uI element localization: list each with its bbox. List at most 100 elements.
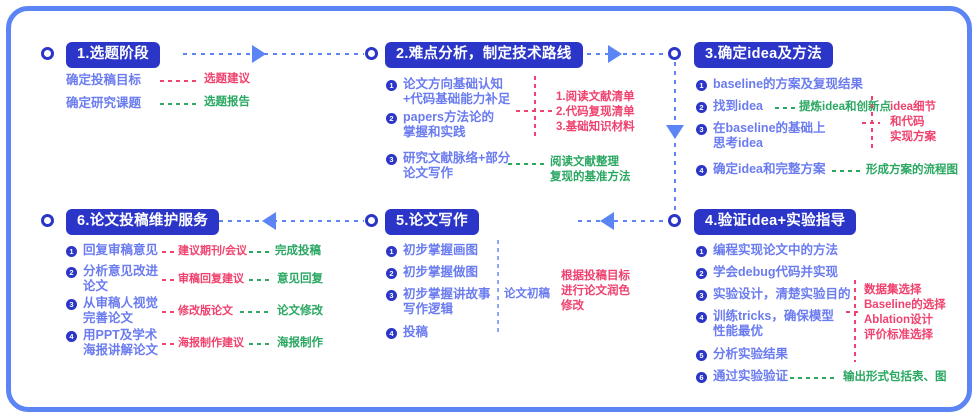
stage-4-item-5-text: 通过实验验证 (713, 369, 789, 383)
stage-4-item-5: 6 通过实验验证 (696, 369, 788, 384)
stage-3-item-3-number: 4 (696, 164, 707, 176)
stage-6-item-1-number: 2 (66, 266, 77, 278)
stage-5-item-1-text: 初步掌握做图 (403, 265, 479, 279)
stage-6-mid-3: 海报制作建议 (178, 337, 244, 349)
arrow-left-4-to-5 (600, 212, 614, 230)
stage-3-item-3: 4 确定idea和完整方案 (696, 162, 826, 177)
stage-4-item-3: 4 训练tricks，确保模型 性能最优 (696, 309, 834, 339)
stage-4-red-divider (854, 280, 856, 362)
stage-2-title[interactable]: 2.难点分析，制定技术路线 (385, 42, 583, 68)
stage-6-title[interactable]: 6.论文投稿维护服务 (66, 209, 220, 235)
stage-3-item-2: 3 在baseline的基础上 思考idea (696, 121, 826, 151)
stage-1-row-1-dash (160, 103, 198, 105)
stage-3-title[interactable]: 3.确定idea及方法 (694, 42, 833, 68)
stage-1-row-0-out: 选题建议 (204, 73, 250, 85)
stage-5-item-1: 2 初步掌握做图 (386, 265, 478, 280)
stage-5-title[interactable]: 5.论文写作 (385, 209, 479, 235)
stage-3-item-1-number: 2 (696, 101, 707, 113)
stage-5-note-red: 根据投稿目标 进行论文润色 修改 (561, 270, 630, 312)
stage-6-out-0-dash (249, 251, 271, 253)
stage-6-item-3: 4 用PPT及学术 海报讲解论文 (66, 328, 158, 358)
stage-6-out-0: 完成投稿 (275, 245, 321, 257)
node-dot-stage-1 (41, 47, 54, 60)
stage-3-item-0-text: baseline的方案及复现结果 (713, 77, 864, 91)
stage-5-item-1-number: 2 (386, 267, 397, 279)
stage-2-green-dash (508, 163, 544, 165)
stage-4-item-0-number: 1 (696, 245, 707, 257)
node-dot-stage-6 (41, 214, 54, 227)
node-dot-stage-3 (668, 47, 681, 60)
stage-4-item-1: 2 学会debug代码并实现 (696, 265, 838, 280)
stage-2-red-dash (516, 110, 552, 112)
stage-5-item-2-text: 初步掌握讲故事 写作逻辑 (403, 287, 491, 316)
stage-3-item-1: 2 找到idea (696, 99, 763, 114)
stage-1-row-0-label: 确定投稿目标 (66, 73, 142, 87)
stage-4-item-4: 5 分析实验结果 (696, 347, 788, 362)
stage-4-item-3-text: 训练tricks，确保模型 性能最优 (713, 309, 834, 338)
stage-6-item-2-number: 3 (66, 298, 77, 310)
stage-6-mid-1-dash (162, 279, 176, 281)
stage-5-item-3: 4 投稿 (386, 325, 428, 340)
node-dot-stage-4 (668, 214, 681, 227)
stage-5-mid-label: 论文初稿 (504, 288, 550, 300)
stage-4-item-4-number: 5 (696, 349, 707, 361)
stage-6-out-1: 意见回复 (277, 273, 323, 285)
stage-5-item-2-number: 3 (386, 289, 397, 301)
stage-5-divider (497, 240, 499, 336)
stage-2-item-1: 2 papers方法论的 掌握和实践 (386, 110, 494, 140)
arrow-right-2-to-3 (608, 45, 622, 63)
stage-6-item-0-text: 回复审稿意见 (83, 243, 159, 257)
stage-3-item-2-text: 在baseline的基础上 思考idea (713, 121, 826, 150)
stage-5-item-3-number: 4 (386, 327, 397, 339)
stage-6-out-3: 海报制作 (277, 337, 323, 349)
stage-3-item-2-number: 3 (696, 123, 707, 135)
stage-5-item-2: 3 初步掌握讲故事 写作逻辑 (386, 287, 491, 317)
stage-5-item-0: 1 初步掌握画图 (386, 243, 478, 258)
stage-6-item-2: 3 从审稿人视觉 完善论文 (66, 296, 158, 326)
stage-6-item-1-text: 分析意见改进 论文 (83, 264, 159, 293)
stage-4-item-1-text: 学会debug代码并实现 (713, 265, 838, 279)
stage-1-row-0-dash (160, 80, 198, 82)
connector-2-to-3 (578, 53, 668, 55)
stage-4-item-4-text: 分析实验结果 (713, 347, 789, 361)
stage-4-item-5-dash (790, 377, 838, 379)
arrow-right-1-to-2 (252, 45, 266, 63)
stage-6-mid-2-dash (162, 311, 176, 313)
stage-4-title[interactable]: 4.验证idea+实验指导 (694, 209, 857, 235)
stage-6-mid-2: 修改版论文 (178, 305, 233, 317)
stage-2-item-2-text: 研究文献脉络+部分 论文写作 (403, 151, 511, 180)
stage-3-red-dash (862, 122, 880, 124)
stage-5-item-3-text: 投稿 (403, 325, 429, 339)
stage-6-item-3-number: 4 (66, 330, 77, 342)
stage-2-note-red: 1.阅读文献清单 2.代码复现清单 3.基础知识材料 (556, 91, 635, 133)
stage-6-item-3-text: 用PPT及学术 海报讲解论文 (83, 328, 159, 357)
connector-4-to-5 (578, 220, 668, 222)
stage-4-item-3-number: 4 (696, 311, 707, 323)
stage-2-item-0: 1 论文方向基础认知 +代码基础能力补足 (386, 77, 510, 107)
stage-3-inline-green-4: 形成方案的流程图 (866, 164, 958, 176)
stage-1-row-1-label: 确定研究课题 (66, 96, 142, 110)
stage-4-item-2-text: 实验设计，清楚实验目的 (713, 287, 851, 301)
stage-3-item-3-dash (832, 170, 860, 172)
stage-4-item-2: 3 实验设计，清楚实验目的 (696, 287, 851, 302)
stage-6-out-2-dash (240, 311, 272, 313)
stage-4-item-2-number: 3 (696, 289, 707, 301)
stage-4-note-red: 数据集选择 Baseline的选择 Ablation设计 评价标准选择 (864, 284, 946, 341)
stage-3-item-0-number: 1 (696, 79, 707, 91)
stage-2-item-2: 3 研究文献脉络+部分 论文写作 (386, 151, 510, 181)
stage-1-title[interactable]: 1.选题阶段 (66, 42, 160, 68)
stage-6-mid-1: 审稿回复建议 (178, 273, 244, 285)
stage-4-item-0: 1 编程实现论文中的方法 (696, 243, 838, 258)
stage-6-out-3-dash (249, 343, 273, 345)
stage-2-note-green: 阅读文献整理 复现的基准方法 (550, 156, 631, 183)
arrow-left-5-to-6 (262, 212, 276, 230)
stage-4-item-1-number: 2 (696, 267, 707, 279)
stage-2-item-1-number: 2 (386, 112, 397, 124)
stage-2-item-2-number: 3 (386, 153, 397, 165)
stage-2-red-divider (534, 76, 536, 140)
stage-4-inline-green-6: 输出形式包括表、图 (843, 371, 947, 383)
node-dot-stage-2 (365, 47, 378, 60)
stage-5-item-0-number: 1 (386, 245, 397, 257)
stage-3-item-1-dash (775, 107, 797, 109)
stage-3-note-red: idea细节 和代码 实现方案 (890, 101, 937, 143)
